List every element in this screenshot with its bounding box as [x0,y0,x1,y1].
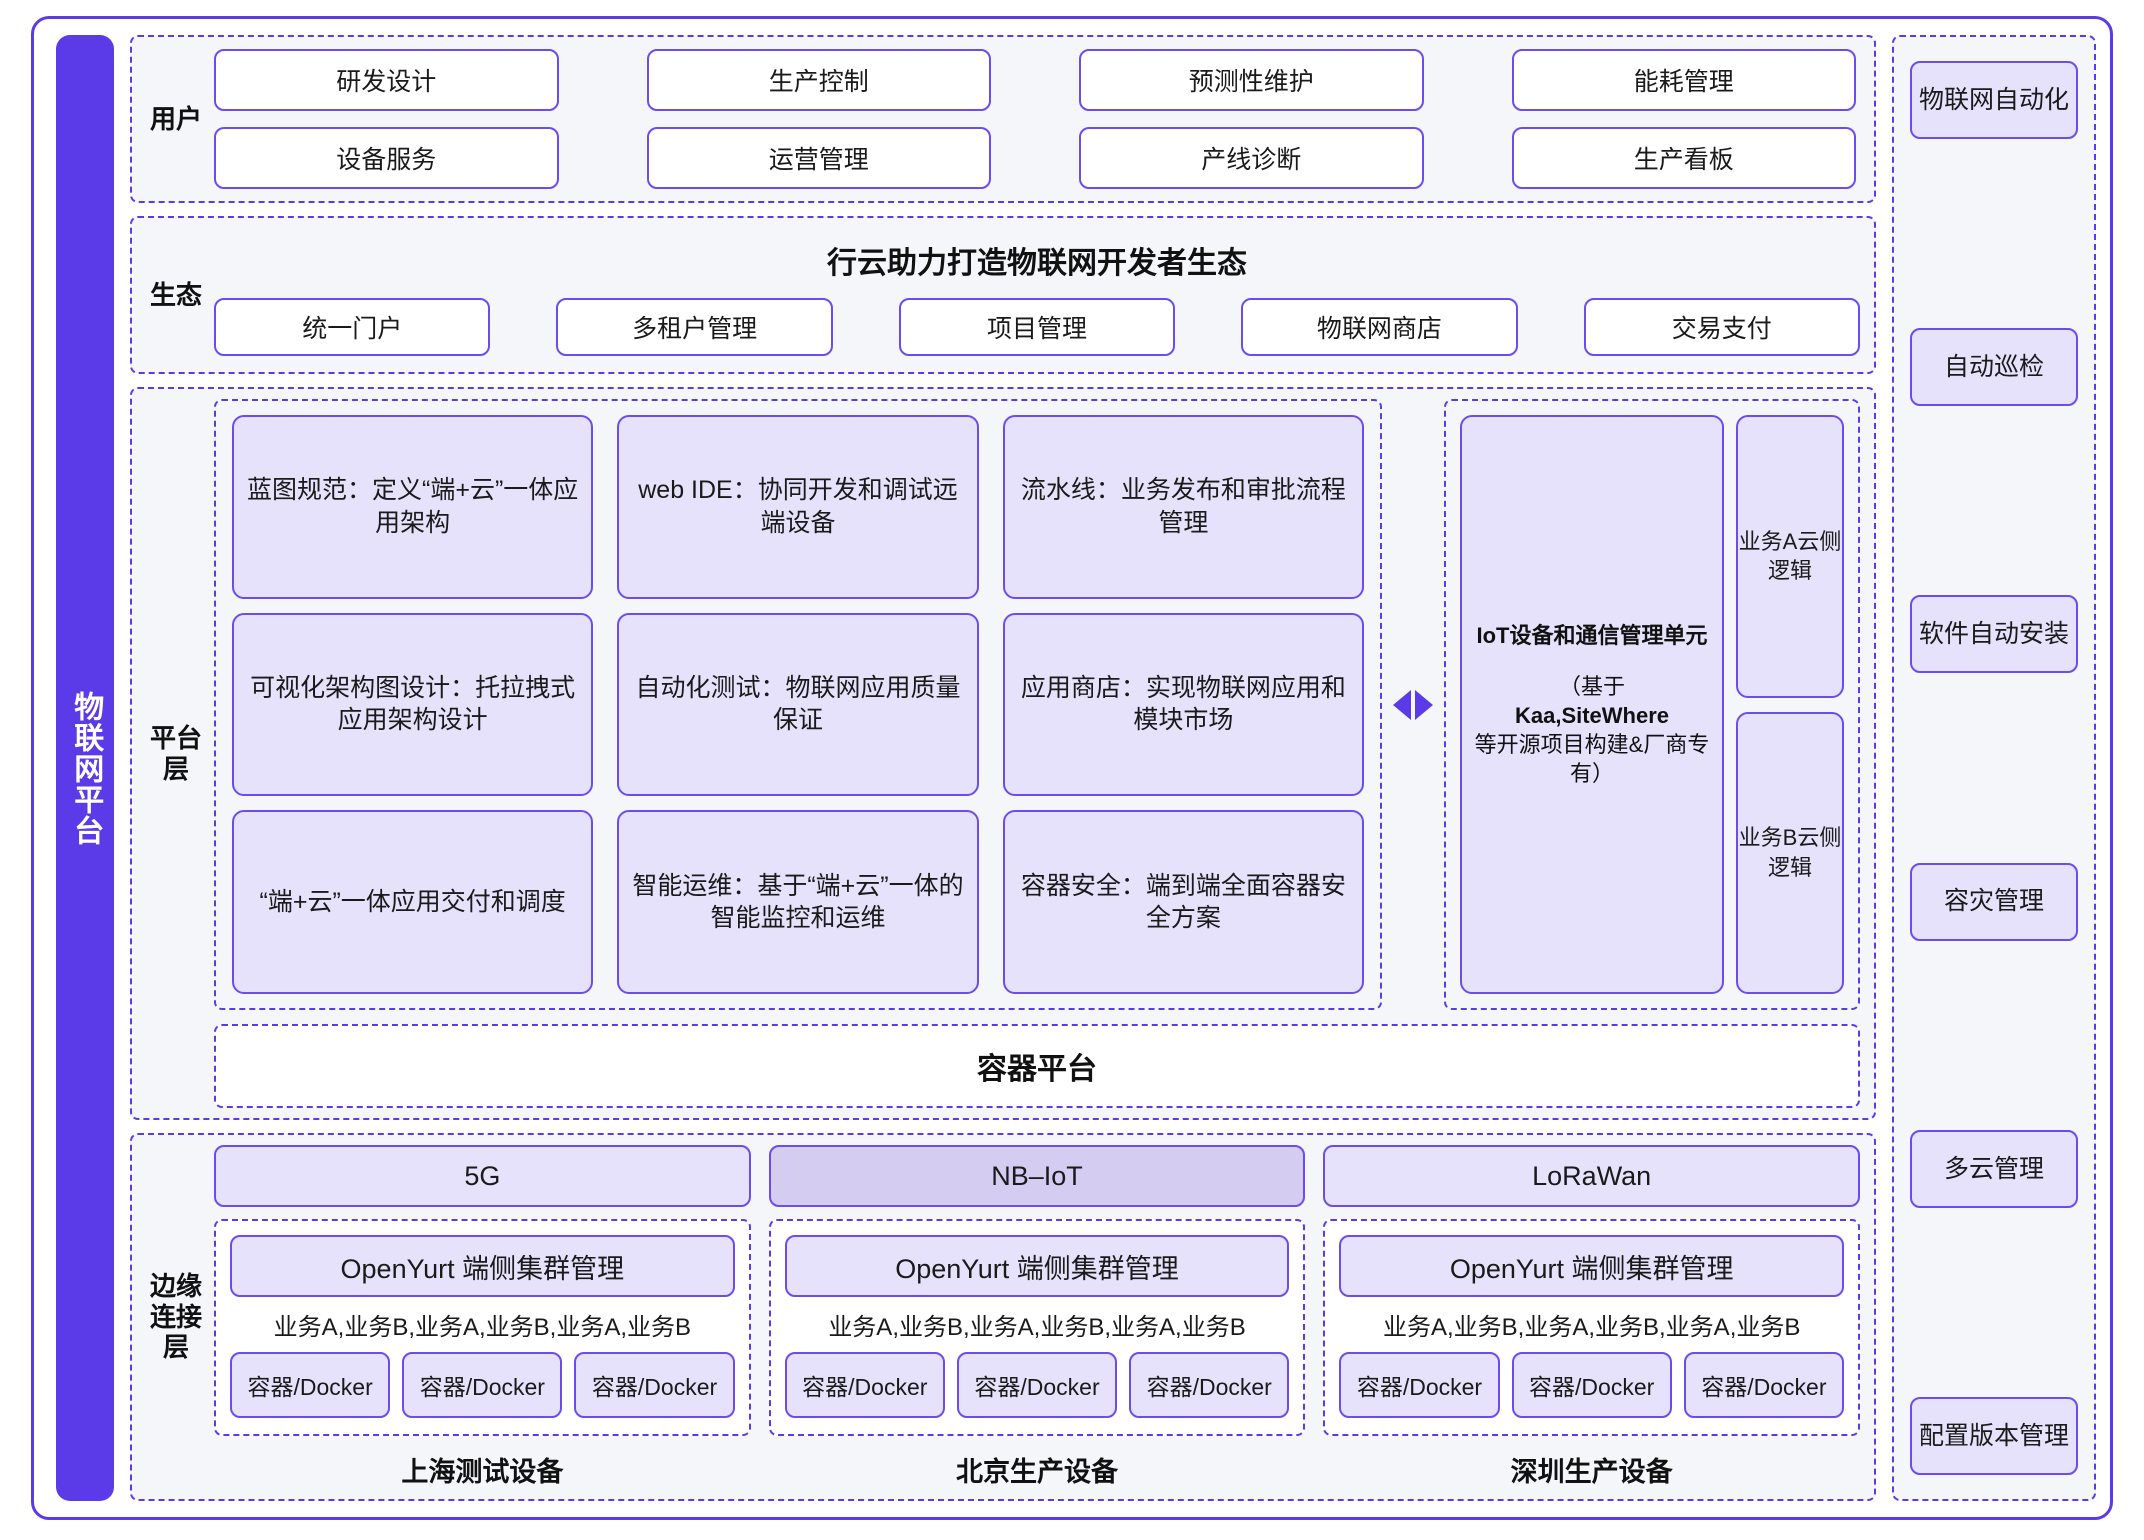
user-app-4[interactable]: 设备服务 [214,127,559,189]
edge-caption-1: 北京生产设备 [956,1457,1118,1487]
platform-cell-web-ide[interactable]: web IDE：协同开发和调试远端设备 [617,415,979,599]
ops-item-multicloud[interactable]: 多云管理 [1910,1129,2078,1208]
layer-user-label: 用户 [149,103,202,134]
double-arrow-icon [1393,689,1433,720]
edge-services-1: 业务A,业务B,业务A,业务B,业务A,业务B [828,1314,1246,1341]
platform-cell-blueprint[interactable]: 蓝图规范：定义“端+云”一体应用架构 [232,415,594,599]
edge-device-1: OpenYurt 端侧集群管理 业务A,业务B,业务A,业务B,业务A,业务B … [768,1219,1306,1436]
edge-columns: 5G OpenYurt 端侧集群管理 业务A,业务B,业务A,业务B,业务A,业… [214,1145,1861,1489]
iot-unit-note: （基于 Kaa,SiteWhere 等开源项目构建&厂商专有） [1468,672,1716,788]
edge-caption-2: 深圳生产设备 [1510,1457,1673,1487]
user-app-7[interactable]: 生产看板 [1511,127,1856,189]
edge-network-0[interactable]: 5G [214,1145,751,1207]
openyurt-cluster-0[interactable]: OpenYurt 端侧集群管理 [230,1235,735,1297]
user-app-3[interactable]: 能耗管理 [1511,49,1856,111]
platform-cell-smart-ops[interactable]: 智能运维：基于“端+云”一体的智能监控和运维 [617,810,979,994]
platform-cell-delivery[interactable]: “端+云”一体应用交付和调度 [232,810,594,994]
user-app-0[interactable]: 研发设计 [214,49,559,111]
user-app-1[interactable]: 生产控制 [646,49,991,111]
ops-item-disaster-recovery[interactable]: 容灾管理 [1910,862,2078,941]
platform-link-arrow-wrap [1382,399,1444,1010]
platform-cell-app-store[interactable]: 应用商店：实现物联网应用和模块市场 [1002,612,1364,797]
iot-unit-note-prefix: （基于 [1558,673,1625,699]
docker-box-1-1[interactable]: 容器/Docker [956,1352,1118,1418]
layer-ecosystem-label: 生态 [149,279,202,310]
platform-capability-grid: 蓝图规范：定义“端+云”一体应用架构 web IDE：协同开发和调试远端设备 流… [214,399,1382,1010]
brand-rail-label: 物联网平台 [69,690,103,846]
ops-item-software-install[interactable]: 软件自动安装 [1910,595,2078,674]
layer-platform-label: 平台层 [149,722,202,784]
ops-rail: 物联网自动化 自动巡检 软件自动安装 容灾管理 多云管理 配置版本管理 [1892,35,2096,1501]
layer-user: 用户 研发设计 生产控制 预测性维护 能耗管理 设备服务 运营管理 产线诊断 生… [130,35,1876,203]
ecosystem-item-3[interactable]: 物联网商店 [1241,298,1518,356]
ecosystem-title: 行云助力打造物联网开发者生态 [827,247,1247,280]
layer-ecosystem: 生态 行云助力打造物联网开发者生态 统一门户 多租户管理 项目管理 物联网商店 … [130,216,1876,374]
edge-services-0: 业务A,业务B,业务A,业务B,业务A,业务B [273,1314,692,1341]
user-app-2[interactable]: 预测性维护 [1079,49,1424,111]
iot-management-unit[interactable]: IoT设备和通信管理单元 （基于 Kaa,SiteWhere 等开源项目构建&厂… [1460,415,1724,994]
layer-edge: 边缘连接层 5G OpenYurt 端侧集群管理 业务A,业务B,业务A,业务B… [130,1133,1876,1501]
edge-column-shanghai: 5G OpenYurt 端侧集群管理 业务A,业务B,业务A,业务B,业务A,业… [214,1145,751,1489]
edge-network-1[interactable]: NB–IoT [768,1145,1306,1207]
ops-item-auto-inspection[interactable]: 自动巡检 [1910,328,2078,407]
ops-item-iot-automation[interactable]: 物联网自动化 [1910,61,2078,139]
layer-platform: 平台层 蓝图规范：定义“端+云”一体应用架构 web IDE：协同开发和调试远端… [130,387,1876,1120]
docker-row-1: 容器/Docker 容器/Docker 容器/Docker [784,1352,1290,1418]
platform-cell-container-security[interactable]: 容器安全：端到端全面容器安全方案 [1002,810,1364,994]
layer-platform-body: 蓝图规范：定义“端+云”一体应用架构 web IDE：协同开发和调试远端设备 流… [214,399,1860,1108]
edge-services-2: 业务A,业务B,业务A,业务B,业务A,业务B [1382,1314,1801,1341]
user-app-grid: 研发设计 生产控制 预测性维护 能耗管理 设备服务 运营管理 产线诊断 生产看板 [214,47,1860,191]
docker-box-2-2[interactable]: 容器/Docker [1683,1352,1844,1418]
cloud-logic-column: 业务A云侧逻辑 业务B云侧逻辑 [1736,415,1844,994]
edge-caption-0: 上海测试设备 [401,1457,564,1487]
cloud-logic-b[interactable]: 业务B云侧逻辑 [1736,711,1844,994]
openyurt-cluster-1[interactable]: OpenYurt 端侧集群管理 [784,1235,1290,1297]
iot-unit-note-bold: Kaa,SiteWhere [1514,702,1670,728]
platform-cell-auto-test[interactable]: 自动化测试：物联网应用质量保证 [617,612,979,797]
diagram-frame: 物联网平台 用户 研发设计 生产控制 预测性维护 能耗管理 设备服务 运营管理 … [31,16,2113,1520]
edge-column-shenzhen: LoRaWan OpenYurt 端侧集群管理 业务A,业务B,业务A,业务B,… [1323,1145,1861,1489]
docker-box-2-1[interactable]: 容器/Docker [1511,1352,1672,1418]
brand-rail: 物联网平台 [56,35,114,1501]
iot-unit-note-suffix: 等开源项目构建&厂商专有） [1474,732,1710,787]
platform-cell-pipeline[interactable]: 流水线：业务发布和审批流程管理 [1002,415,1364,599]
layer-edge-body: 5G OpenYurt 端侧集群管理 业务A,业务B,业务A,业务B,业务A,业… [214,1145,1861,1489]
user-app-6[interactable]: 产线诊断 [1079,127,1424,189]
platform-top-row: 蓝图规范：定义“端+云”一体应用架构 web IDE：协同开发和调试远端设备 流… [214,399,1860,1010]
layer-edge-label: 边缘连接层 [149,1270,202,1363]
ecosystem-item-1[interactable]: 多租户管理 [556,298,833,356]
iot-unit-heading: IoT设备和通信管理单元 [1476,622,1708,648]
ecosystem-item-0[interactable]: 统一门户 [214,298,491,356]
layer-ecosystem-body: 行云助力打造物联网开发者生态 统一门户 多租户管理 项目管理 物联网商店 交易支… [214,228,1860,362]
ecosystem-item-2[interactable]: 项目管理 [898,298,1176,356]
container-platform-bar[interactable]: 容器平台 [214,1024,1860,1108]
openyurt-cluster-2[interactable]: OpenYurt 端侧集群管理 [1339,1235,1845,1297]
docker-row-2: 容器/Docker 容器/Docker 容器/Docker [1339,1352,1844,1418]
docker-row-0: 容器/Docker 容器/Docker 容器/Docker [230,1352,735,1418]
ops-item-config-version[interactable]: 配置版本管理 [1910,1396,2078,1475]
ecosystem-item-4[interactable]: 交易支付 [1583,298,1860,356]
user-app-5[interactable]: 运营管理 [646,127,991,189]
ecosystem-grid: 统一门户 多租户管理 项目管理 物联网商店 交易支付 [214,298,1860,362]
docker-box-2-0[interactable]: 容器/Docker [1339,1352,1500,1418]
cloud-logic-a[interactable]: 业务A云侧逻辑 [1736,415,1844,698]
platform-iot-group: IoT设备和通信管理单元 （基于 Kaa,SiteWhere 等开源项目构建&厂… [1444,399,1860,1010]
layer-user-body: 研发设计 生产控制 预测性维护 能耗管理 设备服务 运营管理 产线诊断 生产看板 [214,47,1860,191]
edge-network-2[interactable]: LoRaWan [1323,1145,1861,1207]
edge-device-0: OpenYurt 端侧集群管理 业务A,业务B,业务A,业务B,业务A,业务B … [214,1219,751,1436]
platform-cell-visual-design[interactable]: 可视化架构图设计：托拉拽式应用架构设计 [232,612,594,797]
docker-box-0-1[interactable]: 容器/Docker [402,1352,563,1418]
edge-column-beijing: NB–IoT OpenYurt 端侧集群管理 业务A,业务B,业务A,业务B,业… [768,1145,1306,1489]
arrow-right-icon [1415,689,1433,720]
docker-box-1-0[interactable]: 容器/Docker [784,1352,945,1418]
docker-box-0-0[interactable]: 容器/Docker [230,1352,391,1418]
docker-box-1-2[interactable]: 容器/Docker [1129,1352,1290,1418]
layer-stack: 用户 研发设计 生产控制 预测性维护 能耗管理 设备服务 运营管理 产线诊断 生… [130,35,1876,1501]
arrow-left-icon [1393,689,1411,720]
edge-device-2: OpenYurt 端侧集群管理 业务A,业务B,业务A,业务B,业务A,业务B … [1323,1219,1861,1436]
docker-box-0-2[interactable]: 容器/Docker [574,1352,735,1418]
